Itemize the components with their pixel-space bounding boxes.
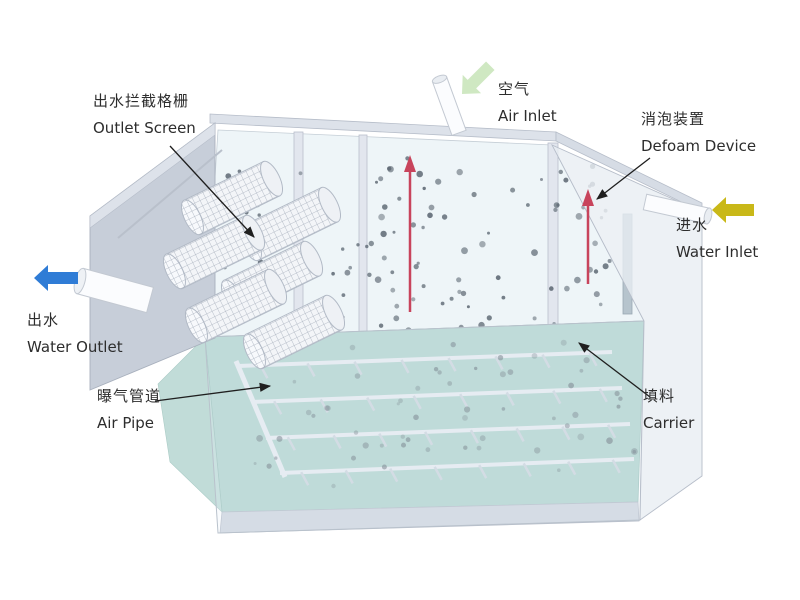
label-water-outlet-zh: 出水 [27,311,60,329]
flow-arrows [34,61,754,291]
water-inlet-arrow [712,197,754,223]
outlet-screen-cylinder [242,294,346,370]
air-inlet-arrow [462,61,495,94]
label-carrier-zh: 填料 [643,387,676,405]
outlet-screen-pointer [169,145,255,238]
label-defoam-device-zh: 消泡装置 [641,110,706,128]
label-water-inlet-en: Water Inlet [676,243,759,261]
label-air-pipe: 曝气管道 Air Pipe [97,387,161,432]
label-air-inlet: 空气 Air Inlet [498,80,557,125]
air-inlet-pipe [431,74,467,137]
label-outlet-screen-zh: 出水拦截格栅 [93,92,190,110]
label-carrier-en: Carrier [643,414,695,432]
carrier-pointer [578,342,651,398]
defoam-device-pointer [596,157,651,200]
label-air-pipe-zh: 曝气管道 [97,387,162,405]
outlet-screen-cylinder [184,268,288,344]
label-outlet-screen-en: Outlet Screen [93,119,196,137]
label-carrier: 填料 Carrier [643,387,694,432]
air-pipe-pointer [154,382,272,402]
label-water-outlet: 出水 Water Outlet [27,311,123,356]
label-defoam-device: 消泡装置 Defoam Device [641,110,756,155]
label-defoam-device-en: Defoam Device [641,137,757,155]
tank-left-flank [157,336,223,513]
tank-base [219,501,640,534]
outlet-chamber-inner-rim [117,149,223,239]
outlet-screen-cylinders [162,160,346,370]
outlet-screen-cylinder [162,214,266,290]
label-water-inlet-zh: 进水 [676,216,709,234]
frame-post-middle [358,134,368,334]
label-air-pipe-en: Air Pipe [97,414,154,432]
air-pipe-grid [233,350,635,486]
outlet-screen-cylinder [180,160,284,236]
defoam-rod-2 [582,189,594,284]
label-water-outlet-en: Water Outlet [27,338,123,356]
label-air-inlet-zh: 空气 [498,80,531,98]
label-outlet-screen: 出水拦截格栅 Outlet Screen [93,92,196,137]
outlet-chamber-rim [89,122,216,229]
label-water-inlet: 进水 Water Inlet [676,216,758,261]
water-outlet-arrow [34,265,78,291]
label-air-inlet-en: Air Inlet [498,107,557,125]
carrier-dots-submerged [249,339,638,489]
water-inlet-pipe-opening [703,207,713,225]
defoam-rod-1 [404,155,416,312]
